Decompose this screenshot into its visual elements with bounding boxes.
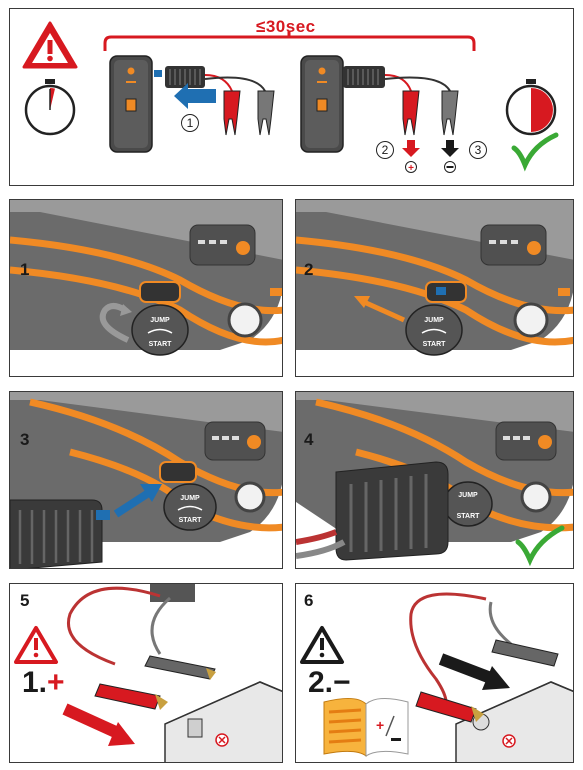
step-5-panel: 5 1.+	[9, 583, 283, 763]
smart-cable-box	[335, 461, 449, 561]
red-clamp-icon	[402, 90, 420, 136]
time-bracket	[103, 35, 476, 51]
sequence-order: 1.	[22, 666, 48, 699]
arrow-icon	[438, 653, 510, 690]
arrow-icon	[113, 484, 162, 518]
checkmark-icon	[515, 525, 565, 567]
jump-start-cap: JUMP START	[163, 483, 217, 531]
stopwatch-icon	[505, 79, 557, 136]
step-2-panel: JUMP START 2	[295, 199, 574, 377]
stopwatch-icon	[24, 79, 76, 136]
time-limit-label: ≤30sec	[256, 17, 316, 36]
arrow-icon	[62, 703, 135, 746]
red-clamp-icon	[94, 683, 161, 710]
step-3-panel: JUMP START 3	[9, 391, 283, 569]
arrow-icon	[441, 140, 459, 157]
arrow-icon	[354, 296, 406, 323]
jump-start-cap: JUMP START	[131, 304, 189, 356]
svg-text:START: START	[457, 513, 481, 520]
warning-triangle-icon	[14, 626, 58, 664]
svg-text:JUMP: JUMP	[424, 317, 444, 324]
step-6-drawing: +	[300, 592, 573, 762]
svg-text:+: +	[376, 717, 384, 733]
step-1-panel: JUMP START 1	[9, 199, 283, 377]
jump-start-cap: JUMP START	[405, 304, 463, 356]
smart-cable-box-left	[165, 66, 205, 88]
svg-text:JUMP: JUMP	[180, 495, 200, 502]
manual-book-icon: +	[323, 698, 409, 758]
black-clamp-icon	[257, 90, 275, 136]
jump-start-cap: JUMP START	[443, 481, 493, 527]
step-1-drawing: JUMP START	[10, 200, 282, 356]
step-4-drawing: JUMP START	[296, 392, 573, 567]
sequence-sign: +	[47, 666, 65, 699]
checkmark-icon	[511, 132, 559, 172]
callout-1: 1	[181, 114, 199, 132]
svg-text:JUMP: JUMP	[458, 492, 478, 499]
step-number: 3	[20, 430, 30, 449]
rotate-arrow-icon	[99, 303, 130, 343]
red-clamp-icon	[223, 90, 241, 136]
warning-triangle-icon	[300, 626, 344, 664]
overview-panel: + ≤30sec 1 2 3	[9, 8, 574, 186]
step-3-drawing: JUMP START	[10, 392, 282, 568]
sequence-sign: −	[333, 666, 351, 699]
arrow-icon	[402, 140, 420, 157]
red-clamp-icon	[415, 691, 477, 723]
black-clamp-icon	[491, 639, 559, 667]
svg-text:JUMP: JUMP	[150, 317, 170, 324]
step-number: 4	[304, 430, 314, 449]
svg-text:+: +	[408, 163, 414, 174]
step-number: 1	[20, 260, 30, 279]
sequence-label: 1.+	[22, 666, 65, 700]
svg-text:START: START	[179, 517, 203, 524]
smart-cable-box	[10, 499, 110, 568]
sequence-label: 2.−	[308, 666, 351, 700]
black-clamp-icon	[441, 90, 459, 136]
smart-cable-box-right	[343, 66, 385, 88]
step-number: 6	[304, 591, 314, 610]
svg-text:START: START	[149, 341, 173, 348]
black-clamp-icon	[144, 655, 216, 680]
callout-2: 2	[376, 141, 394, 159]
booster-device-right	[300, 55, 344, 153]
arrow-icon	[174, 83, 216, 109]
callout-3: 3	[469, 141, 487, 159]
step-5-drawing	[14, 584, 282, 762]
sequence-order: 2.	[308, 666, 334, 699]
svg-text:START: START	[423, 341, 447, 348]
step-number: 5	[20, 591, 30, 610]
step-number: 2	[304, 260, 314, 279]
step-2-drawing: JUMP START	[296, 200, 573, 356]
booster-device-left	[109, 55, 153, 153]
step-6-panel: + 6 2.−	[295, 583, 574, 763]
warning-triangle-icon	[22, 21, 78, 69]
step-4-panel: JUMP START 4	[295, 391, 574, 569]
overview-drawing: +	[22, 21, 559, 174]
